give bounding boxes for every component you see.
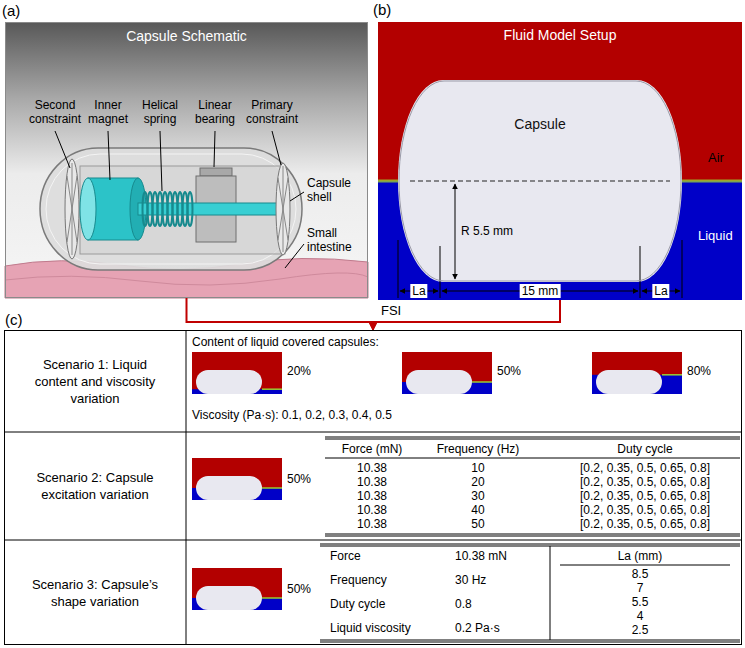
table-cell: [0.2, 0.35, 0.5, 0.65, 0.8]: [580, 503, 710, 517]
table-cell: 30: [471, 489, 484, 503]
part-label: Inner magnet: [83, 98, 133, 126]
panel-title: Capsule Schematic: [6, 28, 367, 45]
content-label: 50%: [287, 582, 311, 596]
table-cell: 8.5: [632, 567, 649, 581]
table-cell: 10: [471, 461, 484, 475]
table-cell: 7: [637, 581, 644, 595]
table-cell: 10.38: [357, 517, 387, 531]
scenario-label: Scenario 3: Capsule’s shape variation: [20, 576, 170, 610]
table-cell: Force: [330, 549, 361, 563]
table-cell: 10.38: [357, 475, 387, 489]
table-cell: 20: [471, 475, 484, 489]
table-cell: 10.38: [357, 489, 387, 503]
capsule-schematic: [5, 22, 368, 298]
fluid-model: [378, 22, 742, 300]
table-cell: 10.38: [357, 503, 387, 517]
dimension-label: La: [410, 284, 427, 298]
table-cell: 30 Hz: [455, 573, 486, 587]
table-note: Viscosity (Pa·s): 0.1, 0.2, 0.3, 0.4, 0.…: [192, 408, 392, 422]
table-cell: Frequency: [330, 573, 387, 587]
table-header: Force (mN): [342, 442, 403, 456]
panel-box: (b)Fluid Model SetupCapsule: [378, 22, 742, 300]
table-header: Duty cycle: [617, 442, 672, 456]
flow-arrow: [187, 298, 374, 330]
content-label: 50%: [497, 364, 521, 378]
liquid-thumbnail: [192, 568, 282, 610]
table-cell: 40: [471, 503, 484, 517]
capsule-shape: Capsule: [398, 80, 682, 282]
scenario-cell: Scenario 1: Liquid content and viscosity…: [4, 330, 186, 432]
scenario-label: Scenario 2: Capsule excitation variation: [20, 469, 170, 503]
content-label: 50%: [287, 472, 311, 486]
table-cell: 10.38: [357, 461, 387, 475]
table-header: Frequency (Hz): [437, 442, 520, 456]
dimension-label: 15 mm: [520, 284, 561, 298]
panel-title: Fluid Model Setup: [378, 27, 742, 44]
dimension-label: La: [652, 284, 669, 298]
region-label: Air: [708, 150, 724, 165]
part-label: Second constraint: [24, 98, 86, 126]
capsule-outline: [398, 80, 682, 282]
part-label: Small intestine: [307, 226, 365, 254]
scenario-label: Scenario 1: Liquid content and viscosity…: [20, 356, 170, 407]
part-label: Capsule shell: [307, 176, 365, 204]
dimension-label: R 5.5 mm: [461, 224, 513, 238]
table-cell: 5.5: [632, 595, 649, 609]
table-cell: [0.2, 0.35, 0.5, 0.65, 0.8]: [580, 517, 710, 531]
table-cell: Duty cycle: [330, 597, 385, 611]
panel-letter: (a): [2, 2, 20, 20]
region-label: Liquid: [698, 228, 733, 243]
table-cell: [0.2, 0.35, 0.5, 0.65, 0.8]: [580, 461, 710, 475]
table-cell: 0.8: [455, 597, 472, 611]
part-label: Helical spring: [135, 98, 185, 126]
content-label: 80%: [687, 364, 711, 378]
table-cell: [0.2, 0.35, 0.5, 0.65, 0.8]: [580, 475, 710, 489]
capsule-label: Capsule: [398, 116, 682, 133]
content-label: 20%: [287, 364, 311, 378]
scenario-cell: Scenario 2: Capsule excitation variation: [4, 432, 186, 540]
liquid-thumbnail: [192, 458, 282, 500]
liquid-thumbnail: [592, 352, 682, 394]
liquid-thumbnail: [192, 352, 282, 394]
table-rules: [4, 330, 742, 645]
table-cell: 2.5: [632, 623, 649, 637]
edge-label: FSI: [379, 303, 403, 318]
panel-letter: (c): [5, 311, 23, 329]
table-cell: 50: [471, 517, 484, 531]
table-cell: 4: [637, 609, 644, 623]
capsule-outline: [399, 81, 681, 281]
table-cell: 0.2 Pa·s: [455, 621, 500, 635]
part-label: Linear bearing: [188, 98, 242, 126]
flow-arrow: [373, 300, 560, 330]
table-note: Content of liquid covered capsules:: [192, 335, 379, 349]
panel-box: (a)Capsule Schematic: [5, 22, 368, 298]
table-cell: Liquid viscosity: [330, 621, 411, 635]
liquid-thumbnail: [402, 352, 492, 394]
table-cell: 10.38 mN: [455, 549, 507, 563]
panel-letter: (b): [373, 1, 391, 19]
scenario-cell: Scenario 3: Capsule’s shape variation: [4, 540, 186, 645]
table-header: La (mm): [618, 549, 663, 563]
part-label: Primary constraint: [241, 98, 303, 126]
table-cell: [0.2, 0.35, 0.5, 0.65, 0.8]: [580, 489, 710, 503]
